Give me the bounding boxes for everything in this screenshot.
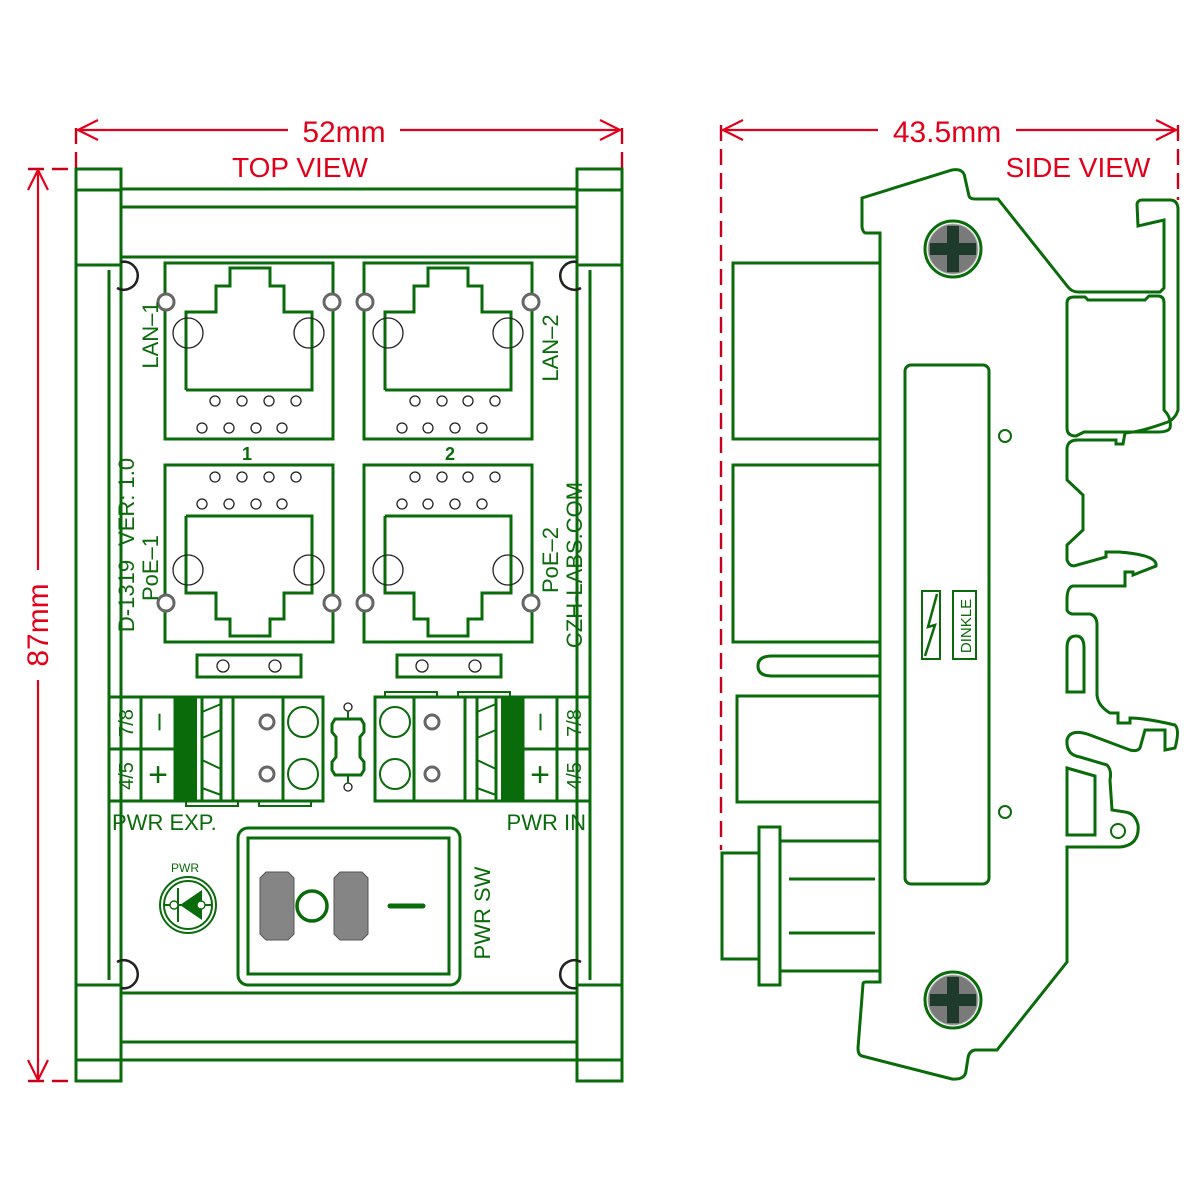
power-led-icon bbox=[159, 876, 217, 934]
channel-label-2: 2 bbox=[445, 444, 455, 464]
part-number: D-1319 bbox=[114, 560, 139, 632]
switch-off-symbol bbox=[295, 889, 329, 923]
housing-side-view bbox=[720, 168, 1180, 1081]
exp-pair-top: 7/8 bbox=[116, 709, 138, 737]
width-dimension-top bbox=[74, 119, 624, 170]
pwr-in-label: PWR IN bbox=[507, 810, 586, 835]
in-pair-bottom: 4/5 bbox=[564, 762, 586, 790]
dinkle-logo-icon bbox=[921, 590, 977, 660]
label-lan-2: LAN–2 bbox=[538, 314, 563, 381]
version: VER: 1.0 bbox=[114, 458, 139, 546]
width-label-side: 43.5mm bbox=[893, 116, 1001, 149]
top-view-title: TOP VIEW bbox=[232, 152, 368, 183]
power-switch bbox=[236, 826, 462, 987]
rj45-lan-2 bbox=[355, 261, 541, 441]
terminal-block-pwr-in bbox=[373, 691, 592, 803]
label-poe-2: PoE–2 bbox=[538, 527, 563, 593]
pwr-switch-label: PWR SW bbox=[470, 866, 495, 959]
in-pair-top: 7/8 bbox=[564, 709, 586, 737]
side-view-title: SIDE VIEW bbox=[1006, 152, 1151, 183]
rj45-poe-2 bbox=[355, 463, 541, 644]
jumper-2 bbox=[395, 653, 503, 679]
screw-bottom-icon bbox=[923, 970, 983, 1030]
board-id-label: D-1319 VER: 1.0 bbox=[114, 458, 139, 632]
height-dimension bbox=[27, 167, 72, 1083]
screw-top-icon bbox=[923, 219, 983, 279]
exp-plus: + bbox=[148, 756, 168, 794]
channel-label-1: 1 bbox=[242, 444, 252, 464]
jumper-1 bbox=[195, 653, 303, 679]
width-label-top: 52mm bbox=[302, 116, 385, 149]
rj45-poe-1 bbox=[156, 463, 342, 644]
label-lan-1: LAN–1 bbox=[138, 301, 163, 368]
exp-minus: – bbox=[141, 713, 174, 730]
exp-pair-bottom: 4/5 bbox=[116, 762, 138, 790]
dinkle-brand: DINKLE bbox=[958, 599, 975, 653]
width-dimension-side bbox=[719, 119, 1180, 850]
housing-top-view bbox=[74, 167, 624, 1083]
fuse bbox=[330, 702, 366, 792]
rj45-lan-1 bbox=[156, 261, 342, 441]
pwr-led-label: PWR bbox=[171, 861, 199, 875]
pwr-exp-label: PWR EXP. bbox=[112, 810, 217, 835]
height-label: 87mm bbox=[22, 583, 55, 666]
terminal-block-pwr-exp bbox=[107, 695, 325, 807]
label-poe-1: PoE–1 bbox=[138, 535, 163, 601]
website-label: CZH-LABS.COM bbox=[562, 482, 587, 648]
in-minus: – bbox=[522, 713, 555, 730]
in-plus: + bbox=[530, 756, 550, 794]
